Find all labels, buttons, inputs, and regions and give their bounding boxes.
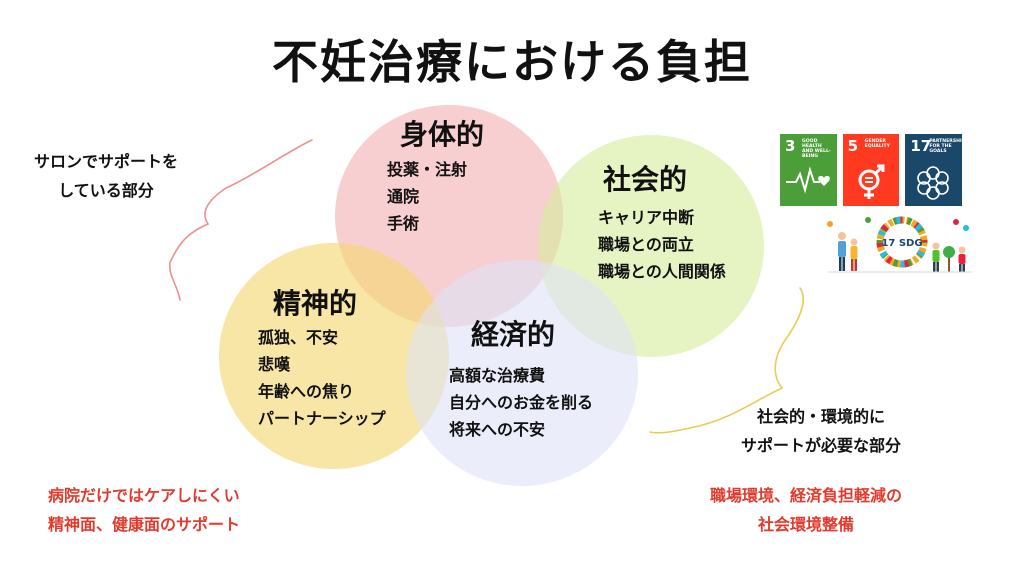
list-item: 職場との両立 (598, 235, 694, 254)
list-item: 手術 (387, 214, 420, 233)
mental-burden-heading: 精神的 (273, 287, 358, 320)
list-item: 投薬・注射 (387, 160, 468, 179)
body-burden-list: 投薬・注射 通院 手術 (387, 156, 467, 237)
page-title: 不妊治療における負担 (272, 35, 752, 89)
red-brace-line (168, 139, 313, 301)
svg-text:17 SDG: 17 SDG (881, 238, 922, 249)
needs-support-note: 社会的・環境的に サポートが必要な部分 (741, 407, 902, 455)
partnership-flower-icon (917, 166, 950, 200)
social-burden-heading: 社会的 (603, 163, 688, 196)
list-item: 高額な治療費 (449, 366, 546, 385)
economic-burden-heading: 経済的 (471, 318, 556, 351)
mental-burden-list: 孤独、不安 悲嘆 年齢への焦り パートナーシップ (258, 324, 386, 432)
sdg-wheel-icon: 17 SDG (876, 216, 928, 268)
people-icon (838, 232, 966, 272)
list-item: キャリア中断 (598, 208, 695, 227)
list-item: パートナーシップ (258, 409, 386, 428)
list-item: 悲嘆 (258, 355, 291, 374)
social-burden-list: キャリア中断 職場との両立 職場との人間関係 (598, 204, 726, 285)
list-item: 年齢への焦り (258, 382, 355, 401)
list-item: 通院 (387, 187, 420, 206)
hospital-gap-note: 病院だけではケアしにくい 精神面、健康面のサポート (48, 486, 241, 534)
list-item: 将来への不安 (449, 420, 546, 439)
list-item: 孤独、不安 (258, 328, 339, 347)
sdg-5-tile: 5 GENDER EQUALITY (842, 134, 900, 206)
sdg-17-tile: 17 PARTNERSHIPS FOR THE GOALS (905, 134, 963, 206)
list-item: 職場との人間関係 (598, 262, 726, 281)
list-item: 自分へのお金を削る (449, 393, 594, 412)
sdg-goal-tiles: 3 GOOD HEALTH AND WELL-BEING 5 GENDER EQ… (780, 134, 963, 206)
sdg-3-tile: 3 GOOD HEALTH AND WELL-BEING (780, 134, 837, 206)
gender-equality-icon (858, 164, 885, 199)
economic-burden-list: 高額な治療費 自分へのお金を削る 将来への不安 (449, 362, 593, 443)
tree-icon (827, 217, 969, 272)
heartbeat-icon (786, 166, 830, 194)
sdgs-illustration: 17 SDG (827, 216, 972, 273)
economic-burden-circle (406, 260, 638, 486)
salon-support-note: サロンでサポートを している部分 (34, 152, 179, 200)
body-burden-heading: 身体的 (400, 118, 485, 151)
yellow-brace-line (649, 287, 804, 434)
social-environment-note: 職場環境、経済負担軽減の 社会環境整備 (710, 486, 903, 534)
